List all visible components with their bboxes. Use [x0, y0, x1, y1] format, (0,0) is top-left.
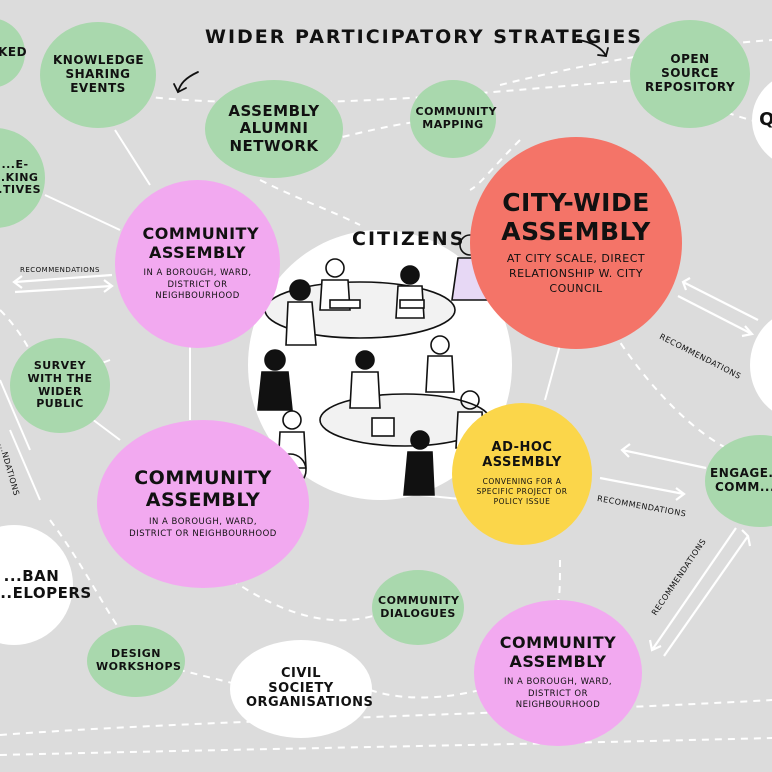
citizens-label: CITIZENS [352, 228, 466, 250]
design-workshops-node: DESIGN WORKSHOPS [87, 625, 185, 697]
knowledge-sharing-node: KNOWLEDGE SHARING EVENTS [40, 22, 156, 128]
assembly-alumni-node: ASSEMBLY ALUMNI NETWORK [205, 80, 343, 178]
survey-node: SURVEY with the WIDER PUBLIC [10, 338, 110, 433]
recommendations-label-left: RECOMMENDATIONS [20, 266, 100, 274]
citizens-illustration [248, 230, 512, 500]
civil-society-node: CIVIL SOCIETY ORGANISATIONS [230, 640, 373, 738]
ad-hoc-assembly-node: AD-HOC ASSEMBLY CONVENING for a SPECIFIC… [452, 403, 592, 545]
community-assembly-node-1: COMMUNITY ASSEMBLY in a BOROUGH, WARD, D… [115, 180, 280, 348]
city-wide-assembly-node: CITY-WIDE ASSEMBLY at CITY SCALE, DIRECT… [470, 137, 682, 349]
open-source-repository-node: OPEN SOURCE REPOSITORY [630, 20, 750, 128]
community-assembly-node-3: COMMUNITY ASSEMBLY in a BOROUGH, WARD, D… [474, 600, 642, 746]
community-dialogues-node: COMMUNITY DIALOGUES [372, 570, 464, 645]
diagram-title: WIDER PARTICIPATORY STRATEGIES [205, 26, 643, 48]
community-assembly-node-2: COMMUNITY ASSEMBLY in a BOROUGH, WARD, D… [97, 420, 309, 588]
community-mapping-node: COMMUNITY MAPPING [410, 80, 497, 158]
